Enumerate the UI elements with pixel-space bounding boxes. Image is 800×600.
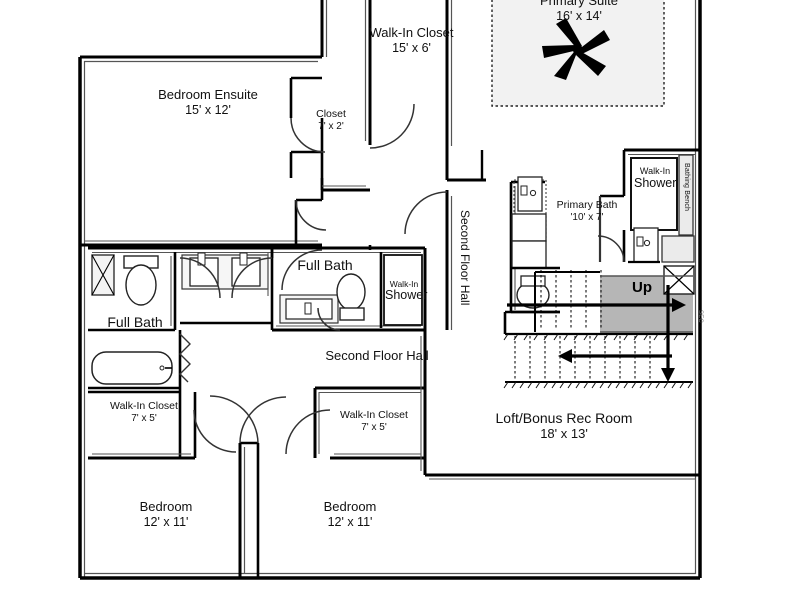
room-label-bedroom-ensuite: Bedroom Ensuite 15' x 12' [158, 87, 258, 117]
walk-in-shower-label-primary: Walk-In Shower [634, 166, 677, 190]
room-label-bedroom-middle: Bedroom 12' x 11' [323, 499, 377, 529]
second-floor-hall-label-vertical: Second Floor Hall [458, 210, 472, 306]
second-floor-hall-label-horizontal: Second Floor Hall [325, 348, 429, 363]
room-label-bedroom-left: Bedroom 12' x 11' [139, 499, 193, 529]
room-label-walk-in-closet-top: Walk-In Closet 15' x 6' [369, 25, 454, 55]
room-label-closet: Closet 7' x 2' [316, 108, 346, 132]
room-label-primary-bath: Primary Bath '10' x 7' [556, 199, 618, 223]
room-label-walk-in-closet-bottom-middle: Walk-In Closet 7' x 5' [340, 409, 408, 433]
room-label-primary-suite: Primary Suite 16' x 14' [539, 0, 619, 23]
room-label-full-bath-left: Full Bath [107, 314, 163, 330]
edge-marking: SEC [697, 310, 703, 323]
stair-up-label: Up [632, 279, 652, 296]
bathing-bench-label: Bathing Bench [683, 163, 690, 212]
room-label-walk-in-closet-bottom-left: Walk-In Closet 7' x 5' [110, 400, 178, 424]
room-label-full-bath-middle: Full Bath [297, 257, 353, 273]
room-label-loft: Loft/Bonus Rec Room 18' x 13' [495, 410, 633, 441]
walk-in-shower-label-middle: Walk-In Shower [385, 279, 428, 303]
